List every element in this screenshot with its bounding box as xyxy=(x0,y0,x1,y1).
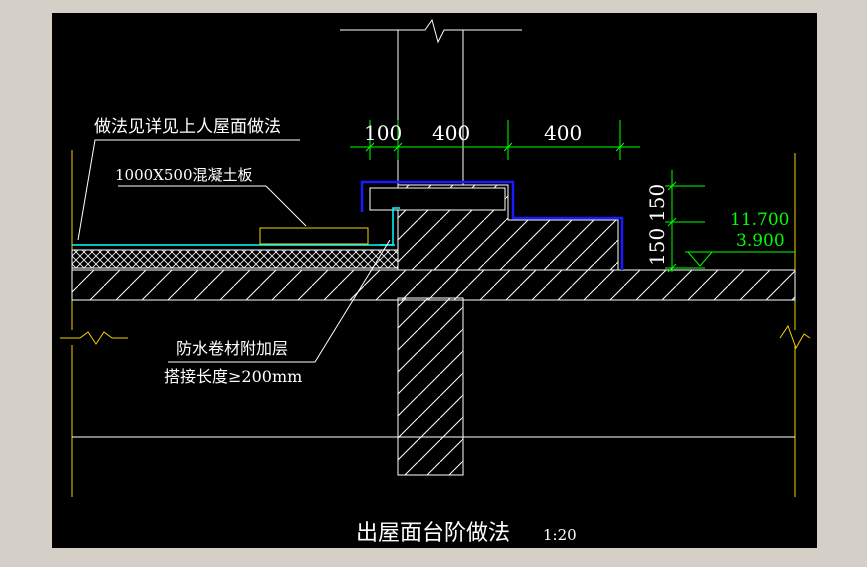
dim-top-mid: 400 xyxy=(432,121,470,145)
dim-top-left: 100 xyxy=(364,121,402,145)
concrete-beam xyxy=(397,297,464,476)
insulation-layer xyxy=(71,207,400,269)
concrete-board xyxy=(259,227,369,245)
dim-side-lower: 150 xyxy=(645,228,669,266)
elevation-marker xyxy=(685,251,795,267)
step-block xyxy=(369,184,619,271)
roof-note: 做法见详见上人屋面做法 xyxy=(94,117,281,137)
drawing-title: 出屋面台阶做法 xyxy=(356,521,510,546)
dimension-side xyxy=(665,170,705,273)
elevation-lower: 3.900 xyxy=(736,231,785,251)
break-line-left xyxy=(60,331,128,345)
drawing-scale: 1:20 xyxy=(543,526,577,544)
floor-slab xyxy=(71,269,796,438)
waterproof-note: 防水卷材附加层 xyxy=(176,339,288,358)
leader-lines xyxy=(77,139,391,363)
break-line-right xyxy=(779,324,811,350)
slab-note: 1000X500混凝土板 xyxy=(115,166,252,184)
overlap-note: 搭接长度≥200mm xyxy=(164,367,302,386)
dim-top-right: 400 xyxy=(544,121,582,145)
waterproof-membrane xyxy=(360,180,624,270)
elevation-upper: 11.700 xyxy=(730,210,789,230)
dim-side-upper: 150 xyxy=(645,184,669,222)
dimension-top xyxy=(350,120,640,160)
